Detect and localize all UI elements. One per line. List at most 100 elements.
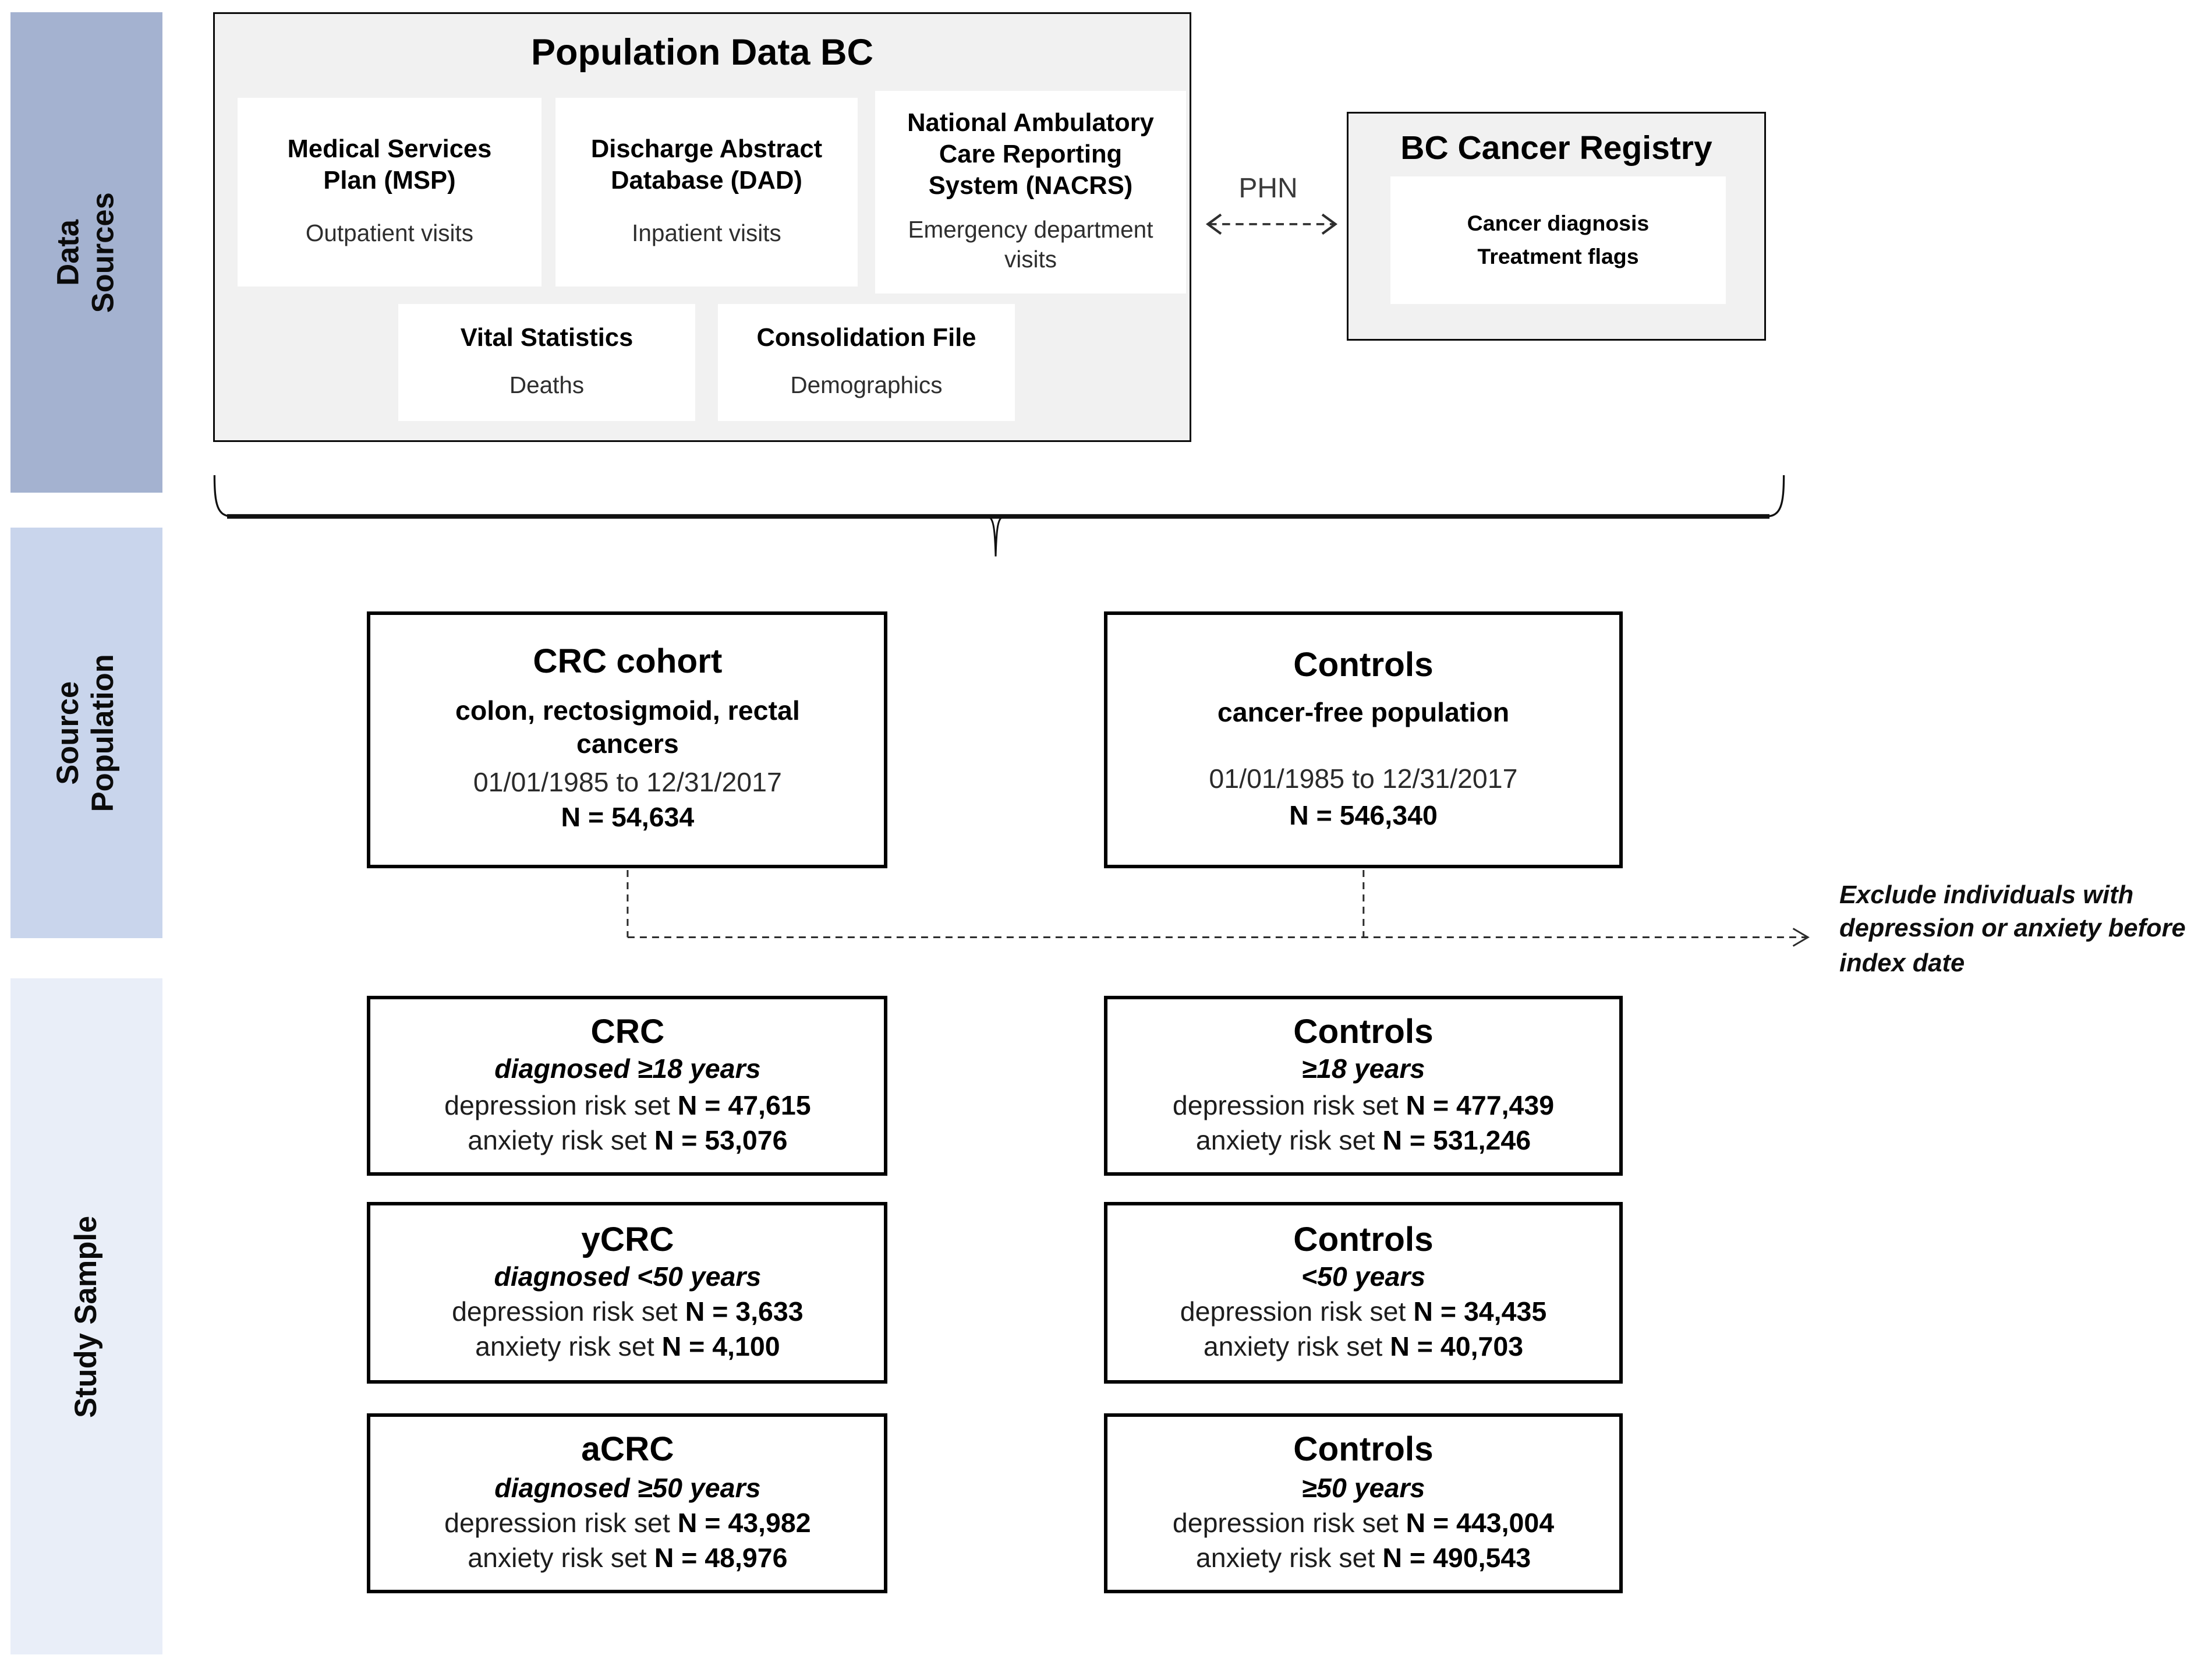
- anxiety-risk-label: anxiety risk set: [475, 1333, 654, 1363]
- band-study-sample-label: Study Sample: [68, 1215, 103, 1418]
- anxiety-risk-label: anxiety risk set: [468, 1544, 647, 1575]
- vital-statistics-box: Vital Statistics Deaths: [398, 304, 695, 422]
- study-box-acrc-anxiety-line: anxiety risk set N = 48,976: [468, 1543, 787, 1578]
- anxiety-risk-n: N = 48,976: [654, 1544, 788, 1575]
- controls-source-box: Controls cancer-free population 01/01/19…: [1104, 611, 1623, 868]
- depression-risk-label: depression risk set: [1180, 1298, 1406, 1328]
- band-data-sources-label: Data Sources: [50, 191, 120, 313]
- consolidation-file-box: Consolidation File Demographics: [718, 304, 1015, 422]
- study-box-controls-under50-anxiety-line: anxiety risk set N = 40,703: [1204, 1332, 1523, 1367]
- vital-statistics-desc: Deaths: [509, 373, 585, 399]
- controls-source-subtitle: cancer-free population: [1217, 699, 1510, 729]
- study-box-controls-50plus: Controls ≥50 years depression risk set N…: [1104, 1413, 1623, 1594]
- phn-double-arrow: [1205, 213, 1338, 235]
- depression-risk-n: N = 43,982: [677, 1509, 811, 1539]
- study-box-controls-18-criteria: ≥18 years: [1301, 1056, 1425, 1086]
- band-study-sample: Study Sample: [10, 978, 162, 1655]
- controls-source-period: 01/01/1985 to 12/31/2017: [1209, 766, 1518, 796]
- anxiety-risk-label: anxiety risk set: [1195, 1544, 1375, 1575]
- brace-center-pointer: [989, 517, 1003, 557]
- dad-box: Discharge Abstract Database (DAD) Inpati…: [555, 98, 858, 287]
- study-box-crc-title: CRC: [590, 1013, 665, 1052]
- study-box-controls-18: Controls ≥18 years depression risk set N…: [1104, 995, 1623, 1176]
- anxiety-risk-n: N = 53,076: [654, 1126, 788, 1157]
- study-box-ycrc-depression-line: depression risk set N = 3,633: [452, 1296, 804, 1331]
- study-box-controls-50plus-criteria: ≥50 years: [1301, 1474, 1425, 1504]
- depression-risk-n: N = 443,004: [1406, 1509, 1555, 1539]
- dad-name: Discharge Abstract Database (DAD): [590, 136, 823, 195]
- study-box-controls-under50-title: Controls: [1293, 1220, 1434, 1259]
- depression-risk-label: depression risk set: [1172, 1091, 1399, 1121]
- exclusion-connectors: [627, 870, 1810, 947]
- anxiety-risk-label: anxiety risk set: [468, 1126, 647, 1157]
- crc-cohort-subtitle: colon, rectosigmoid, rectal cancers: [455, 696, 800, 761]
- consolidation-file-desc: Demographics: [790, 373, 943, 399]
- crc-cohort-period: 01/01/1985 to 12/31/2017: [473, 768, 782, 798]
- msp-box: Medical Services Plan (MSP) Outpatient v…: [238, 98, 542, 287]
- msp-name: Medical Services Plan (MSP): [287, 136, 492, 195]
- controls-source-title: Controls: [1293, 645, 1434, 684]
- study-box-acrc-criteria: diagnosed ≥50 years: [494, 1474, 761, 1504]
- bc-cancer-registry-panel: BC Cancer Registry Cancer diagnosis Trea…: [1347, 112, 1766, 341]
- study-box-controls-under50-depression-line: depression risk set N = 34,435: [1180, 1296, 1546, 1331]
- depression-risk-n: N = 3,633: [685, 1298, 804, 1328]
- crc-cohort-title: CRC cohort: [533, 643, 723, 682]
- exclusion-arrowhead: [1792, 928, 1810, 947]
- depression-risk-n: N = 47,615: [677, 1091, 811, 1121]
- population-data-bc-title: Population Data BC: [530, 33, 873, 74]
- depression-risk-n: N = 34,435: [1413, 1298, 1547, 1328]
- depression-risk-label: depression risk set: [444, 1509, 670, 1539]
- anxiety-risk-n: N = 4,100: [661, 1333, 780, 1363]
- study-box-controls-50plus-anxiety-line: anxiety risk set N = 490,543: [1196, 1543, 1531, 1578]
- band-source-population-label: Source Population: [50, 653, 120, 812]
- depression-risk-label: depression risk set: [452, 1298, 678, 1328]
- depression-risk-label: depression risk set: [444, 1091, 670, 1121]
- crc-cohort-box: CRC cohort colon, rectosigmoid, rectal c…: [367, 611, 888, 868]
- study-box-acrc-depression-line: depression risk set N = 43,982: [444, 1508, 811, 1543]
- population-data-bc-panel: Population Data BC Medical Services Plan…: [213, 12, 1191, 443]
- anxiety-risk-label: anxiety risk set: [1195, 1126, 1375, 1157]
- nacrs-desc: Emergency department visits: [908, 217, 1153, 273]
- study-box-ycrc-criteria: diagnosed <50 years: [494, 1263, 762, 1293]
- crc-cohort-n: N = 54,634: [561, 803, 695, 833]
- study-box-ycrc: yCRC diagnosed <50 years depression risk…: [367, 1202, 888, 1384]
- band-data-sources: Data Sources: [10, 12, 162, 493]
- study-box-acrc: aCRC diagnosed ≥50 years depression risk…: [367, 1413, 888, 1594]
- band-study-sample-labelwrap: Study Sample: [10, 978, 162, 1655]
- anxiety-risk-n: N = 40,703: [1390, 1333, 1524, 1363]
- study-box-controls-50plus-title: Controls: [1293, 1431, 1434, 1470]
- anxiety-risk-n: N = 490,543: [1382, 1544, 1531, 1575]
- study-box-crc-criteria: diagnosed ≥18 years: [494, 1056, 761, 1086]
- study-box-crc-anxiety-line: anxiety risk set N = 53,076: [468, 1124, 787, 1159]
- exclusion-note: Exclude individuals with depression or a…: [1839, 882, 2186, 978]
- msp-desc: Outpatient visits: [305, 220, 474, 247]
- controls-source-n: N = 546,340: [1289, 801, 1438, 831]
- linkage-brace: [213, 475, 1785, 557]
- nacrs-box: National Ambulatory Care Reporting Syste…: [875, 91, 1186, 294]
- depression-risk-label: depression risk set: [1172, 1509, 1399, 1539]
- vital-statistics-name: Vital Statistics: [460, 324, 633, 353]
- study-box-acrc-title: aCRC: [581, 1431, 674, 1470]
- bc-cancer-registry-content-box: Cancer diagnosis Treatment flags: [1390, 176, 1726, 305]
- study-box-controls-18-anxiety-line: anxiety risk set N = 531,246: [1196, 1124, 1531, 1159]
- registry-line-cancer-diagnosis: Cancer diagnosis: [1467, 211, 1650, 236]
- study-box-crc: CRC diagnosed ≥18 years depression risk …: [367, 995, 888, 1176]
- band-source-population-labelwrap: Source Population: [10, 527, 162, 938]
- band-data-sources-labelwrap: Data Sources: [10, 12, 162, 492]
- study-box-ycrc-title: yCRC: [581, 1220, 674, 1259]
- dad-desc: Inpatient visits: [632, 220, 781, 247]
- registry-line-treatment-flags: Treatment flags: [1477, 244, 1639, 269]
- study-box-controls-18-title: Controls: [1293, 1013, 1434, 1052]
- depression-risk-n: N = 477,439: [1406, 1091, 1555, 1121]
- band-source-population: Source Population: [10, 527, 162, 938]
- bc-cancer-registry-title: BC Cancer Registry: [1400, 131, 1712, 168]
- study-box-crc-depression-line: depression risk set N = 47,615: [444, 1090, 811, 1124]
- anxiety-risk-label: anxiety risk set: [1203, 1333, 1383, 1363]
- anxiety-risk-n: N = 531,246: [1382, 1126, 1531, 1157]
- consolidation-file-name: Consolidation File: [756, 324, 976, 353]
- study-box-controls-under50-criteria: <50 years: [1301, 1263, 1426, 1293]
- study-box-controls-50plus-depression-line: depression risk set N = 443,004: [1173, 1508, 1554, 1543]
- study-box-controls-under50: Controls <50 years depression risk set N…: [1104, 1202, 1623, 1384]
- study-box-controls-18-depression-line: depression risk set N = 477,439: [1173, 1090, 1554, 1124]
